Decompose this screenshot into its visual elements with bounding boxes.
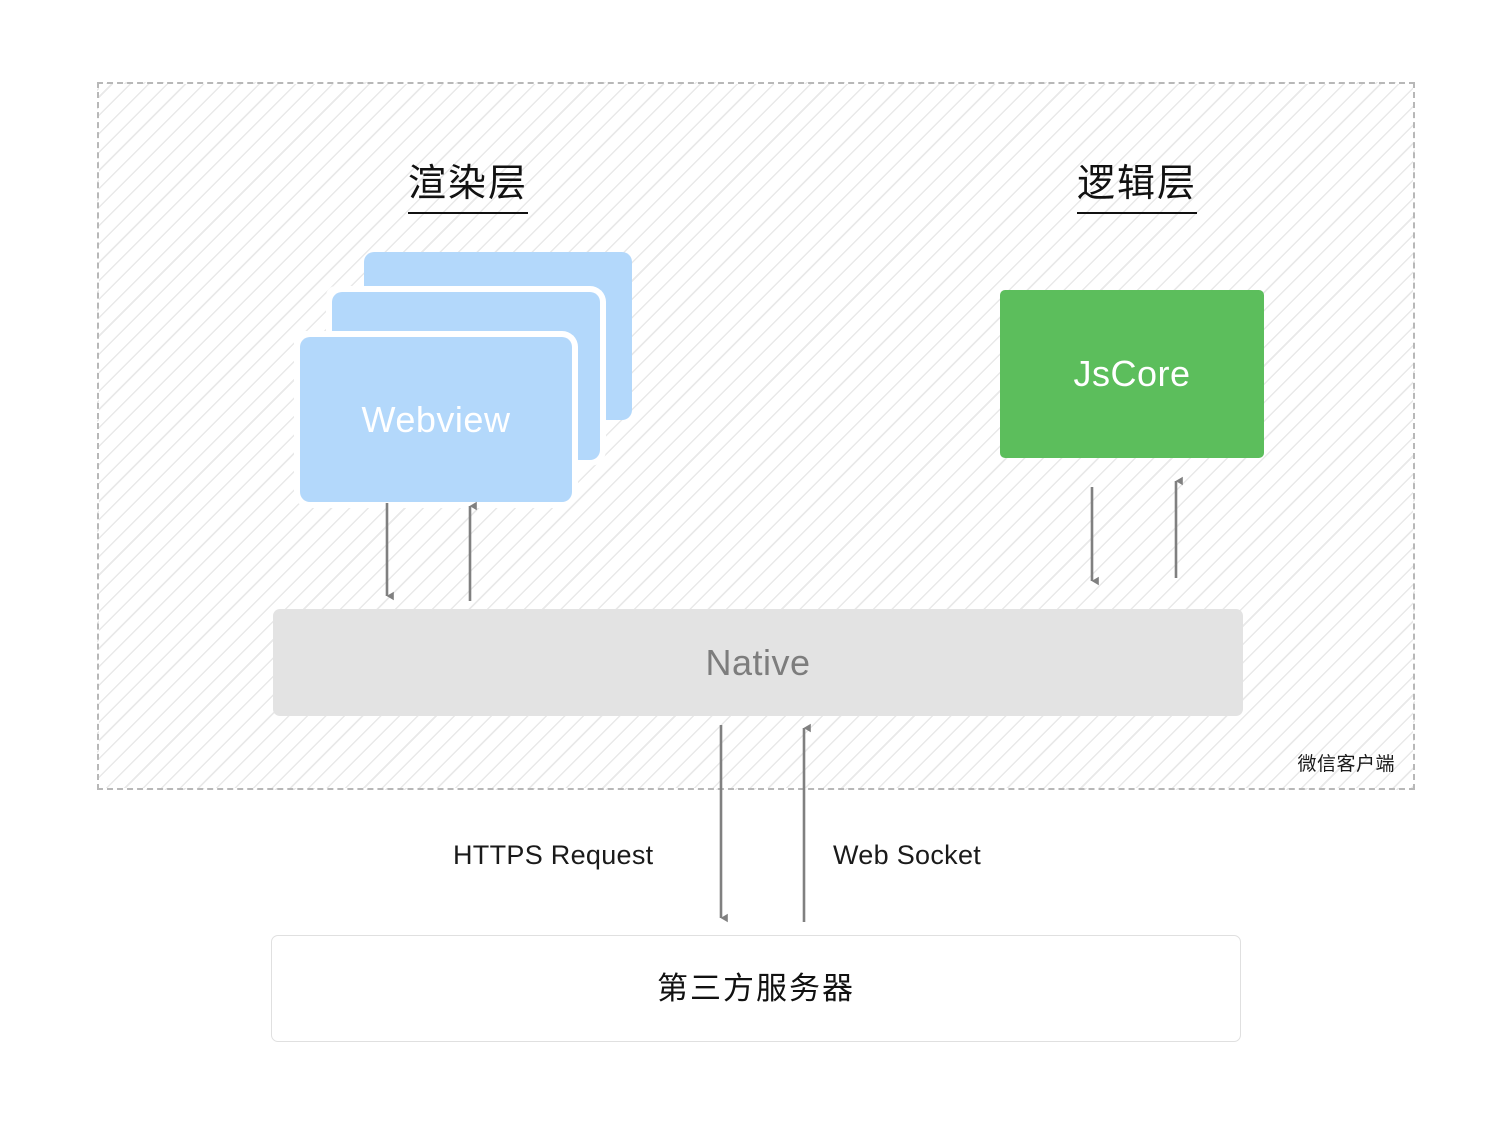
webview-card-front[interactable]: Webview bbox=[300, 337, 572, 502]
wechat-client-label: 微信客户端 bbox=[1297, 754, 1395, 775]
native-label: Native bbox=[705, 641, 811, 683]
jscore-box[interactable]: JsCore bbox=[1000, 290, 1264, 458]
column-title-render-layer: 渲染层 bbox=[408, 152, 529, 214]
native-bar[interactable]: Native bbox=[273, 609, 1243, 716]
jscore-label: JsCore bbox=[1073, 353, 1191, 394]
https-request-label: HTTPS Request bbox=[453, 840, 654, 870]
column-title-logic-layer: 逻辑层 bbox=[1077, 152, 1198, 214]
web-socket-label: Web Socket bbox=[833, 840, 982, 870]
third-party-server-label: 第三方服务器 bbox=[657, 971, 855, 1006]
third-party-server-box[interactable]: 第三方服务器 bbox=[271, 935, 1241, 1042]
wechat-client-container: 渲染层 逻辑层 Webview JsCore Native 微信客户端 bbox=[97, 82, 1415, 790]
webview-label: Webview bbox=[361, 398, 511, 440]
webview-stack: Webview bbox=[300, 252, 640, 502]
